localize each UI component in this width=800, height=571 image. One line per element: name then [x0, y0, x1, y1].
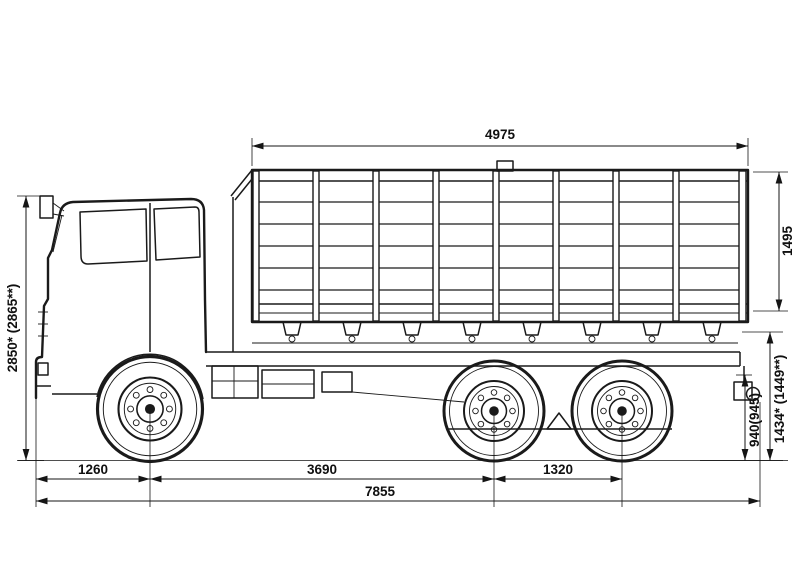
body-post	[372, 170, 380, 322]
dim-label-frame-height: 940(945)	[747, 393, 762, 447]
body-post	[492, 170, 500, 322]
cargo-body	[230, 160, 750, 352]
body-hinge	[582, 321, 602, 343]
dim-platform-height: 1434* (1449**)	[700, 331, 787, 461]
dim-label-body-side-height: 1495	[780, 225, 795, 256]
body-post	[312, 170, 320, 322]
bogie-pivot	[546, 412, 572, 430]
dim-label-wheelbase: 3690	[307, 462, 337, 477]
front-guard	[230, 169, 253, 197]
dim-wheelbase: 3690	[150, 462, 494, 483]
side-window	[79, 208, 148, 265]
dim-frame-height: 940(945)	[736, 374, 762, 461]
dim-overall-length: 7855	[36, 484, 760, 505]
body-outline	[250, 168, 750, 324]
body-post	[432, 170, 440, 322]
body-hinge	[462, 321, 482, 343]
body-hinge	[402, 321, 422, 343]
body-hinge	[522, 321, 542, 343]
dim-overall-height: 2850* (2865**)	[5, 195, 53, 461]
mirror	[39, 195, 54, 219]
body-hinge	[642, 321, 662, 343]
truck-drawing	[18, 160, 788, 464]
windshield-edge	[52, 214, 63, 253]
dim-label-overall-height: 2850* (2865**)	[5, 284, 20, 373]
body-post	[252, 170, 260, 322]
body-post	[552, 170, 560, 322]
dim-label-platform-height: 1434* (1449**)	[772, 355, 787, 444]
body-hinge	[702, 321, 722, 343]
dim-rear-axle-spacing: 1320	[494, 462, 622, 483]
body-post	[672, 170, 680, 322]
headlight	[37, 362, 49, 376]
body-post	[738, 170, 747, 322]
dim-label-overall-length: 7855	[365, 484, 396, 499]
cab-step-box	[211, 365, 259, 399]
dim-body-side-height: 1495	[753, 171, 795, 312]
equipment-box	[321, 371, 353, 393]
front-fender	[96, 353, 204, 400]
body-hinge	[342, 321, 362, 343]
dim-label-rear-axle-spacing: 1320	[543, 462, 573, 477]
dim-front-overhang: 1260	[36, 462, 150, 483]
body-hinge	[282, 321, 302, 343]
cab	[34, 195, 259, 400]
dim-body-length: 4975	[251, 127, 749, 166]
center-post-cap	[496, 160, 514, 172]
door-window	[153, 206, 201, 261]
dim-label-body-length: 4975	[485, 127, 516, 142]
bottom-extension-lines	[35, 399, 761, 507]
dim-label-front-overhang: 1260	[78, 462, 108, 477]
body-post	[612, 170, 620, 322]
